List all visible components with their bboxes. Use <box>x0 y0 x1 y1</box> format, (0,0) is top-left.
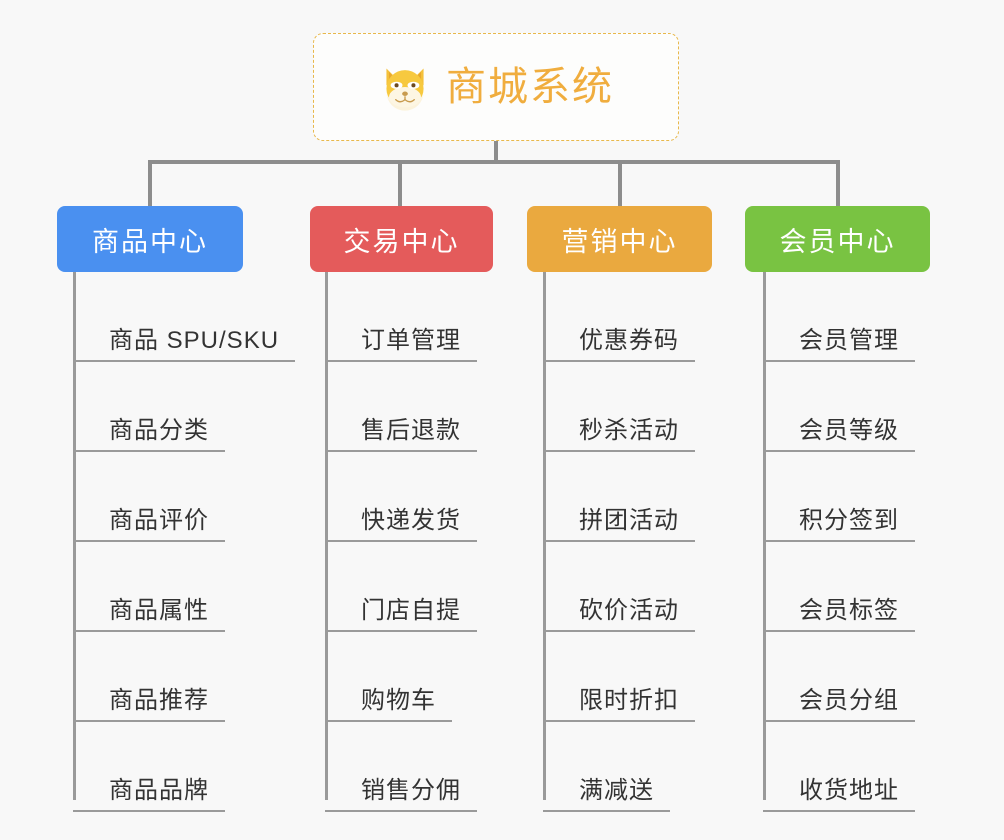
leaf-label: 商品推荐 <box>109 687 209 714</box>
category-label: 商品中心 <box>92 226 208 257</box>
leaf-label: 商品 SPU/SKU <box>109 327 280 354</box>
root-title: 商城系统 <box>446 65 614 109</box>
leaf-item[interactable]: 满减送 <box>543 722 670 812</box>
leaf-label: 商品属性 <box>109 597 209 624</box>
root-node[interactable]: 商城系统 <box>313 33 679 141</box>
leaf-item[interactable]: 门店自提 <box>325 542 477 632</box>
connector-bus <box>148 160 840 164</box>
leaf-label: 购物车 <box>361 687 436 714</box>
category-box-member[interactable]: 会员中心 <box>745 206 930 272</box>
connector-stem <box>494 141 498 164</box>
leaf-item[interactable]: 优惠券码 <box>543 272 695 362</box>
connector-drop-2 <box>398 160 402 207</box>
leaf-item[interactable]: 砍价活动 <box>543 542 695 632</box>
category-label: 会员中心 <box>779 226 896 257</box>
connector-drop-1 <box>148 160 152 207</box>
leaf-item[interactable]: 商品 SPU/SKU <box>73 272 295 362</box>
leaf-label: 收货地址 <box>799 777 899 804</box>
leaf-label: 快递发货 <box>361 507 461 534</box>
leaf-label: 拼团活动 <box>579 507 679 534</box>
branch-spine <box>325 272 328 800</box>
leaf-item[interactable]: 限时折扣 <box>543 632 695 722</box>
leaf-item[interactable]: 秒杀活动 <box>543 362 695 452</box>
connector-drop-4 <box>836 160 840 207</box>
leaf-label: 会员标签 <box>799 597 899 624</box>
branch-spine <box>73 272 76 800</box>
leaf-label: 会员分组 <box>799 687 899 714</box>
leaf-item[interactable]: 会员等级 <box>763 362 915 452</box>
leaf-item[interactable]: 商品属性 <box>73 542 225 632</box>
leaf-label: 门店自提 <box>361 597 461 624</box>
leaf-item[interactable]: 会员管理 <box>763 272 915 362</box>
leaf-item[interactable]: 售后退款 <box>325 362 477 452</box>
leaf-item[interactable]: 商品分类 <box>73 362 225 452</box>
leaf-item[interactable]: 商品评价 <box>73 452 225 542</box>
shiba-dog-icon <box>386 68 424 111</box>
leaf-label: 商品评价 <box>109 507 209 534</box>
leaf-item[interactable]: 商品推荐 <box>73 632 225 722</box>
leaf-label: 会员等级 <box>799 417 899 444</box>
leaf-item[interactable]: 积分签到 <box>763 452 915 542</box>
leaf-item[interactable]: 购物车 <box>325 632 452 722</box>
leaf-label: 满减送 <box>579 777 654 804</box>
leaf-item[interactable]: 会员标签 <box>763 542 915 632</box>
connector-drop-3 <box>618 160 622 207</box>
branch-spine <box>543 272 546 800</box>
leaf-label: 砍价活动 <box>579 597 679 624</box>
category-label: 营销中心 <box>561 226 678 257</box>
leaf-item[interactable]: 收货地址 <box>763 722 915 812</box>
leaf-label: 订单管理 <box>361 327 461 354</box>
leaf-label: 商品品牌 <box>109 777 209 804</box>
leaf-item[interactable]: 会员分组 <box>763 632 915 722</box>
leaf-item[interactable]: 销售分佣 <box>325 722 477 812</box>
category-box-product[interactable]: 商品中心 <box>57 206 243 272</box>
leaf-label: 优惠券码 <box>579 327 679 354</box>
leaf-label: 积分签到 <box>799 507 899 534</box>
leaf-item[interactable]: 商品品牌 <box>73 722 225 812</box>
leaf-label: 秒杀活动 <box>579 417 679 444</box>
category-box-trade[interactable]: 交易中心 <box>310 206 493 272</box>
branch-spine <box>763 272 766 800</box>
leaf-item[interactable]: 拼团活动 <box>543 452 695 542</box>
leaf-label: 限时折扣 <box>579 687 679 714</box>
leaf-label: 销售分佣 <box>361 777 461 804</box>
category-label: 交易中心 <box>343 226 460 257</box>
category-box-marketing[interactable]: 营销中心 <box>527 206 712 272</box>
leaf-label: 会员管理 <box>799 327 899 354</box>
leaf-label: 售后退款 <box>361 417 461 444</box>
leaf-label: 商品分类 <box>109 417 209 444</box>
leaf-item[interactable]: 订单管理 <box>325 272 477 362</box>
leaf-item[interactable]: 快递发货 <box>325 452 477 542</box>
